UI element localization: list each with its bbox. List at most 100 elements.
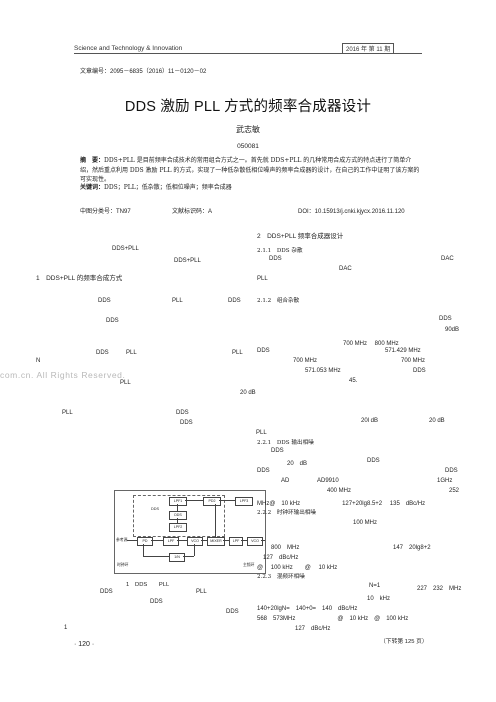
left-text: N <box>36 358 41 364</box>
right-text: 800 MHz <box>271 545 300 551</box>
block-vco: VCO <box>187 537 203 546</box>
page-number: · 120 · <box>74 641 95 648</box>
keywords: 关键词：DDS；PLL；低杂散；低相位噪声；频率合成器 <box>80 182 232 191</box>
block-lpf1: LPF1 <box>169 497 187 506</box>
right-text: DAC <box>441 256 454 262</box>
left-text: DDS <box>150 599 163 605</box>
left-text: DDS <box>180 420 193 426</box>
right-text: 227 232 MHz <box>417 586 462 592</box>
right-text: PLL <box>257 276 268 282</box>
right-text: 400 MHz <box>327 488 352 494</box>
main-loop-label: 主频环 <box>243 563 255 567</box>
subsection-heading: 2.1.1 DDS 杂散 <box>257 248 303 254</box>
right-text: 45. <box>349 378 358 384</box>
signal-line <box>183 556 194 557</box>
block-vco-main: VCO <box>247 537 263 546</box>
signal-line <box>201 540 207 541</box>
signal-line <box>215 504 216 537</box>
keywords-label: 关键词： <box>80 185 105 191</box>
left-text: DDS <box>100 589 113 595</box>
left-text: DDS <box>96 350 109 356</box>
block-mixer: MIXER <box>207 537 225 546</box>
right-text: AD9910 <box>317 478 339 484</box>
left-text: PLL <box>196 589 207 595</box>
signal-line <box>223 540 229 541</box>
right-text: DDS <box>257 468 270 474</box>
signal-line <box>261 540 265 541</box>
right-text: 147 20lg8+2 <box>393 545 431 551</box>
left-text: DDS+PLL <box>174 258 201 264</box>
subsection-heading: 2.2.2 时钟环输出相噪 <box>257 510 316 516</box>
right-text: 140+20lgN= 140+0= 140 dBc/Hz <box>257 606 358 612</box>
right-text: 20l dB <box>361 418 379 424</box>
left-text: PLL <box>172 298 183 304</box>
left-column: DDS+PLL DDS+PLL 1 DDS+PLL 的频率合成方式 DDS PL… <box>36 0 267 702</box>
right-text: DAC <box>339 266 352 272</box>
left-text: PLL <box>120 380 131 386</box>
left-text: 1 <box>64 625 68 631</box>
header-rule <box>74 53 422 54</box>
signal-line <box>151 540 163 541</box>
issue-badge: 2016 年 第 11 期 <box>342 43 395 54</box>
signal-line <box>127 540 137 541</box>
ref-source-label: 参考源 <box>116 538 128 542</box>
block-dds: DDS <box>169 511 187 520</box>
doi: DOI：10.15913/j.cnki.kjycx.2016.11.120 <box>298 209 405 215</box>
clock-loop-region <box>133 495 225 537</box>
right-text: DDS <box>445 468 458 474</box>
subsection-heading: 2.2.3 混频环相噪 <box>257 574 305 580</box>
block-lpf: LPF <box>163 537 179 546</box>
right-text: DDS <box>367 458 380 464</box>
left-text: PLL <box>62 410 73 416</box>
signal-line <box>177 540 187 541</box>
right-text: AD <box>281 478 290 484</box>
paper-title: DDS 激励 PLL 方式的频率合成器设计 <box>124 99 372 115</box>
journal-name: Science and Technology & Innovation <box>74 45 183 52</box>
keywords-text: DDS；PLL；低杂散；低相位噪声；频率合成器 <box>104 184 232 191</box>
right-text: 127 dBc/Hz <box>295 626 331 632</box>
left-text: DDS <box>106 318 119 324</box>
right-text: 571.053 MHz <box>305 368 341 374</box>
right-text: N=1 <box>369 583 381 589</box>
right-text: 571.429 MHz <box>385 348 421 354</box>
right-text: DDS <box>413 368 426 374</box>
block-lpf3: LPF3 <box>235 497 253 506</box>
left-text: DDS <box>176 410 189 416</box>
clc-number: 中图分类号：TN97 <box>80 209 131 215</box>
signal-line <box>241 540 247 541</box>
right-text: @ 100 kHz @ 10 kHz <box>257 565 338 571</box>
left-text: PLL <box>256 430 267 436</box>
doc-code: 文献标识码：A <box>172 209 213 215</box>
abstract-text: DDS+PLL 是目前频率合成技术的常用组合方式之一。首先就 DDS+PLL 的… <box>80 157 420 184</box>
block-pd: PD <box>137 537 153 546</box>
left-text: DDS <box>98 298 111 304</box>
right-text: 700 MHz <box>293 358 318 364</box>
right-text: DDS <box>439 316 452 322</box>
signal-line <box>185 500 203 501</box>
left-text: PLL <box>126 350 137 356</box>
right-text: 10 kHz <box>367 596 391 602</box>
clock-loop-label: 时钟环 <box>117 563 129 567</box>
figure-caption: 1 DDS PLL <box>126 582 170 588</box>
signal-line <box>177 504 178 511</box>
right-text: 20 dB <box>429 418 445 424</box>
affiliation: 050081 <box>237 143 259 150</box>
right-text: DDS <box>257 348 270 354</box>
continued-note: （下转第 125 页） <box>380 639 428 645</box>
right-text: DDS <box>271 448 284 454</box>
left-text: PLL <box>232 350 243 356</box>
block-lpf2: LPF2 <box>169 523 187 532</box>
right-text: 252 <box>449 488 460 494</box>
block-lpf-main: LPF <box>229 537 243 546</box>
section-heading-1: 1 DDS+PLL 的频率合成方式 <box>36 275 123 282</box>
watermark: com.cn. All Rights Reserved. <box>0 370 126 380</box>
right-text: 100 MHz <box>353 520 378 526</box>
left-text: DDS <box>228 298 241 304</box>
signal-line <box>143 556 169 557</box>
dds-label: DDS <box>151 507 160 511</box>
left-text: DDS <box>226 609 239 615</box>
signal-line <box>194 544 195 556</box>
block-diagram: LPF1 PD2 LPF3 DDS DDS LPF2 PD LPF VCO MI… <box>114 490 266 574</box>
author: 武志敏 <box>236 125 260 134</box>
subsection-heading: 2.1.2 组合杂散 <box>257 298 300 304</box>
